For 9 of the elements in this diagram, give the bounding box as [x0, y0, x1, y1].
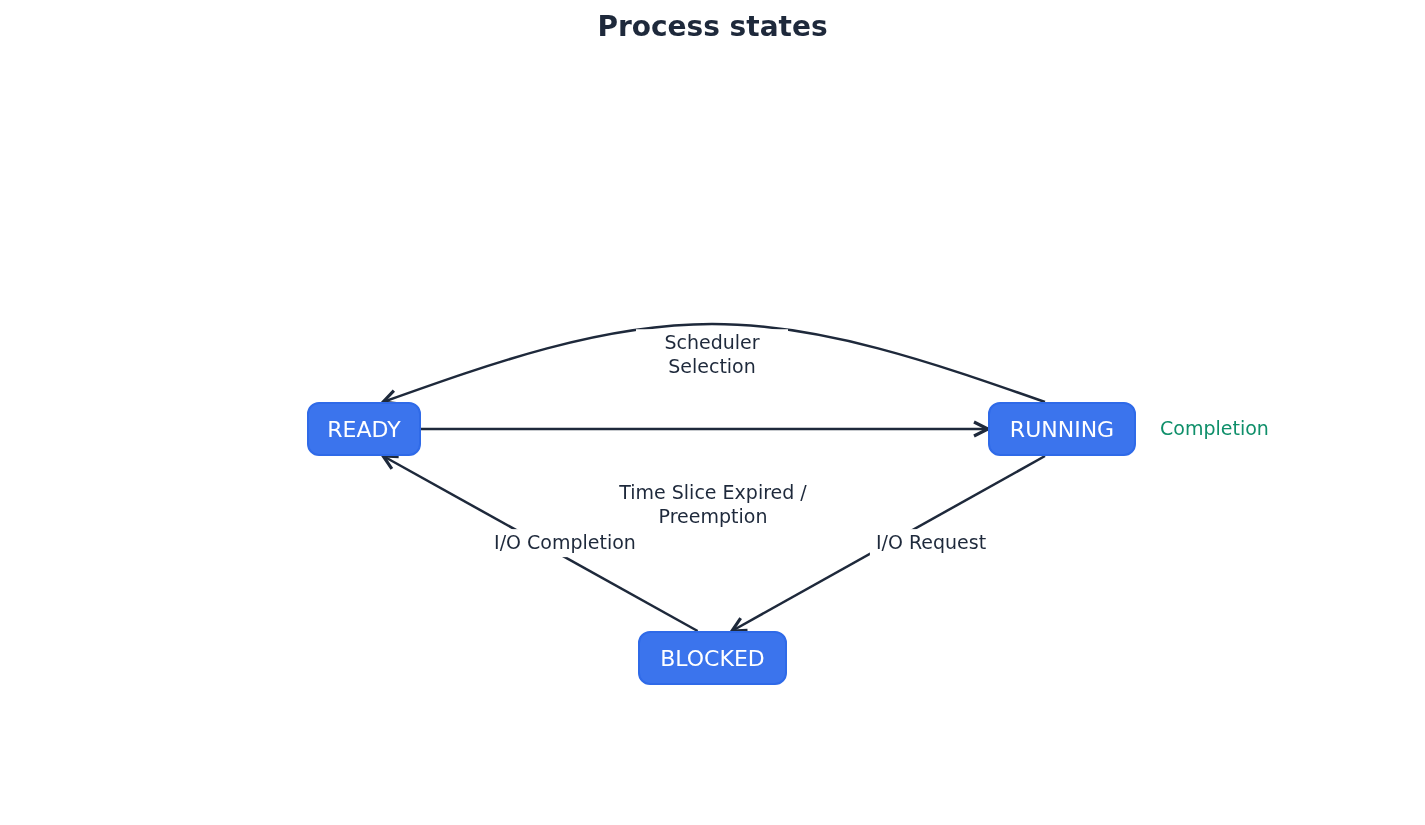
- state-name: READY: [327, 416, 401, 442]
- exit-label: Completion: [1160, 417, 1269, 439]
- state-box: [988, 402, 1136, 456]
- state-box: [307, 402, 421, 456]
- state-name: BLOCKED: [660, 645, 765, 671]
- state-box: [638, 631, 787, 685]
- state-name: RUNNING: [1009, 416, 1115, 442]
- diagram-title: Process states: [596, 10, 829, 43]
- arrow: [421, 420, 990, 438]
